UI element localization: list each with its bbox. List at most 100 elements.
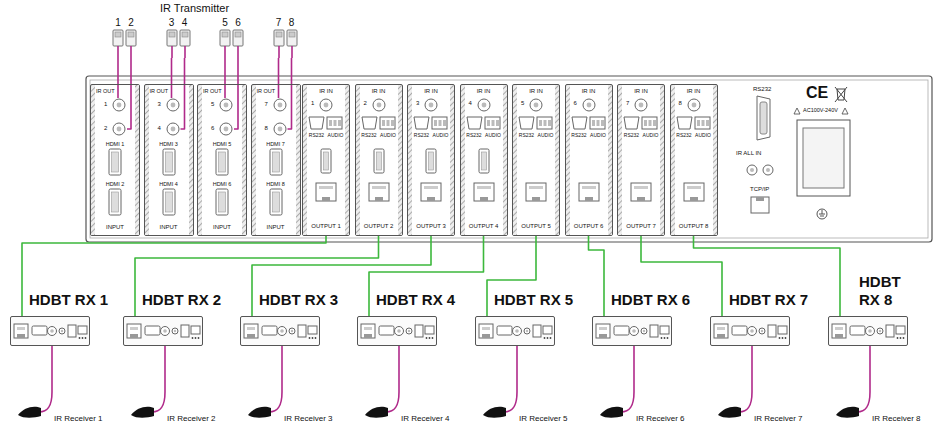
jack-core xyxy=(691,103,696,108)
rs232-connector xyxy=(362,117,377,129)
panel-label: OUTPUT 5 xyxy=(513,223,559,230)
port-number: 1 xyxy=(106,17,130,29)
rj45-port xyxy=(14,324,28,338)
jack-core xyxy=(61,330,63,332)
panel-label: IR IN xyxy=(513,88,559,95)
ir-out-port: 2 xyxy=(103,122,127,136)
jack-core xyxy=(586,103,591,108)
ir-all-in-jack-core xyxy=(750,168,754,172)
panel-label: 5 xyxy=(521,100,524,107)
panel-label: AUDIO xyxy=(641,133,660,139)
ir-receiver: IR Receiver 6 xyxy=(598,392,693,426)
rs232-terminal xyxy=(415,325,423,337)
panel-label: IR OUT xyxy=(150,88,169,94)
jack xyxy=(478,99,490,111)
port-number: 3 xyxy=(158,101,161,108)
audio-terminal xyxy=(537,117,552,129)
panel-label: 2 xyxy=(364,100,367,107)
rj45-port xyxy=(684,183,704,201)
hdbt-receiver: HDBT RX 1 xyxy=(10,316,90,346)
hdbt-receiver-drawing xyxy=(829,317,909,347)
panel-label: IR OUT xyxy=(203,88,222,94)
heat-fin xyxy=(189,85,193,235)
terminal-screw xyxy=(434,120,437,126)
terminal-screw xyxy=(391,120,394,126)
transmitter-lead xyxy=(278,46,280,58)
transmitter-lead xyxy=(291,46,293,58)
ir-transmitter: 4 xyxy=(179,17,191,58)
port-number: 6 xyxy=(211,125,214,132)
hdmi-port-core xyxy=(272,192,279,212)
ir-transmitter: 5 xyxy=(219,17,231,58)
rj45-tab xyxy=(427,197,435,201)
terminal-screw xyxy=(596,120,599,126)
panel-label: HDMI 1 xyxy=(91,141,139,147)
rs232-connector xyxy=(519,117,534,129)
hdmi-out-port xyxy=(614,326,629,335)
ir-out-port: 6 xyxy=(210,122,234,136)
jack-core xyxy=(50,329,54,333)
jack xyxy=(274,123,286,135)
jack xyxy=(583,99,595,111)
hdbt-cable xyxy=(135,236,379,316)
jack-core xyxy=(291,330,293,332)
panel-label: RS232 xyxy=(517,133,536,139)
output-card: IR IN3RS232AUDIOOUTPUT 3 xyxy=(407,84,455,236)
terminal-dot xyxy=(903,337,905,339)
transmitter-lead xyxy=(184,46,186,58)
terminal-dot xyxy=(198,337,200,339)
receiver-heading: HDBT RX 4 xyxy=(376,291,455,308)
input-card: IR OUTHDMI 1HDMI 2INPUT12 xyxy=(90,84,140,236)
jack xyxy=(530,99,542,111)
terminal-screw xyxy=(487,120,490,126)
hdbt-receiver: HDBT RX 3 xyxy=(240,316,320,346)
heat-fin xyxy=(566,85,570,235)
receiver-heading: HDBT RX 8 xyxy=(859,273,911,309)
input-card: IR OUTHDMI 7HDMI 8INPUT78 xyxy=(251,84,301,236)
transmitter-lead xyxy=(224,46,226,58)
jack-core xyxy=(397,329,401,333)
audio-terminal xyxy=(590,117,605,129)
heat-fin xyxy=(296,85,300,235)
heat-fin xyxy=(671,85,675,235)
rs232-connector xyxy=(757,96,770,140)
audio-terminal xyxy=(432,117,447,129)
output-card-drawing xyxy=(513,85,561,237)
panel-label: 6 xyxy=(574,100,577,107)
rj45-pins xyxy=(529,186,543,189)
jack-core xyxy=(643,330,645,332)
heat-fin xyxy=(555,85,559,235)
jack xyxy=(167,123,179,135)
panel-label: AUDIO xyxy=(431,133,450,139)
audio-terminal xyxy=(327,117,342,129)
jack xyxy=(425,99,437,111)
hdbt-receiver: HDBT RX 2 xyxy=(123,316,203,346)
port-number: 2 xyxy=(104,125,107,132)
output-card: IR IN2RS232AUDIOOUTPUT 2 xyxy=(355,84,403,236)
terminal-dot xyxy=(547,337,549,339)
panel-label: INPUT xyxy=(252,224,300,231)
heat-fin xyxy=(398,85,402,235)
rs232-connector xyxy=(572,117,587,129)
panel-label: RS232 xyxy=(412,133,431,139)
rs232-connector xyxy=(677,117,692,129)
terminal-screw xyxy=(544,120,547,126)
heat-fin xyxy=(408,85,412,235)
jack xyxy=(759,328,765,334)
input-card: IR OUTHDMI 5HDMI 6INPUT56 xyxy=(197,84,247,236)
hdmi-out-port xyxy=(497,326,512,335)
terminal-screw xyxy=(548,120,551,126)
jack-core xyxy=(515,329,519,333)
terminal-dot xyxy=(309,337,311,339)
terminal-dot xyxy=(667,337,669,339)
jack xyxy=(630,327,639,336)
jack xyxy=(220,99,232,111)
ir-cable xyxy=(281,346,283,392)
heat-fin xyxy=(91,85,95,235)
ir-receiver: IR Receiver 8 xyxy=(834,392,929,426)
ir-cable xyxy=(127,58,131,129)
terminal-screw xyxy=(644,120,647,126)
heat-fin xyxy=(345,85,349,235)
jack-core xyxy=(277,127,282,132)
